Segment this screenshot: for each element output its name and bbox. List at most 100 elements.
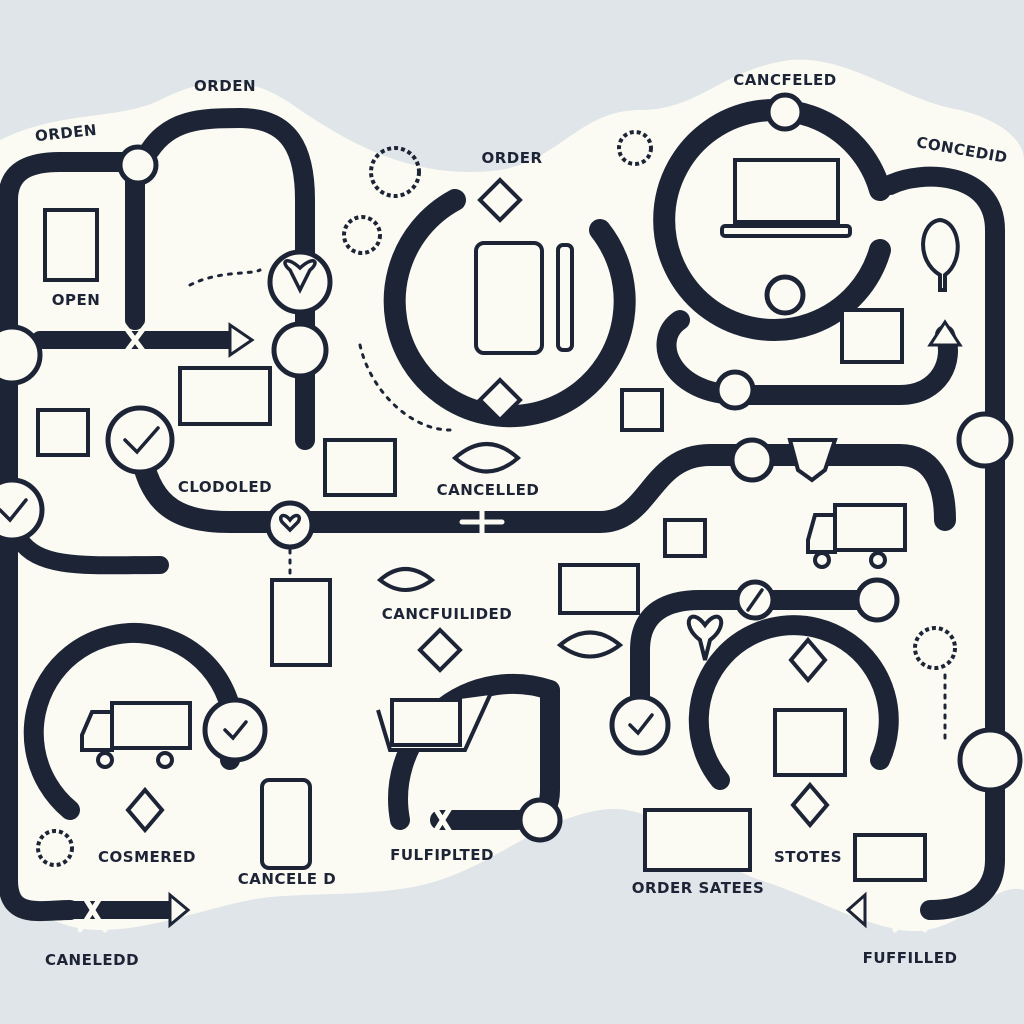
label-cancelled-mid: CANCELLED xyxy=(436,481,540,499)
diamond-node[interactable] xyxy=(477,377,523,423)
node-circle[interactable] xyxy=(957,727,1023,793)
box-icon xyxy=(853,833,927,882)
box-icon xyxy=(663,518,707,558)
label-fuffilled: FUFFILLED xyxy=(862,949,958,967)
label-cancfuilided: CANCFUILIDED xyxy=(381,605,513,623)
flow-path-bottom-right-loop xyxy=(688,615,899,790)
node-circle[interactable] xyxy=(517,797,563,843)
truck-icon xyxy=(833,503,907,552)
diamond-node[interactable] xyxy=(417,627,463,673)
slash-icon xyxy=(746,588,764,612)
cart-boxes xyxy=(390,698,462,747)
label-open: OPEN xyxy=(51,291,101,309)
box-icon xyxy=(840,308,904,364)
phone-check-icon xyxy=(260,778,312,870)
x-mark-icon xyxy=(77,887,108,933)
eye-icon xyxy=(556,630,624,659)
label-cancele-d: CANCELE D xyxy=(237,870,337,888)
heart-outline-icon xyxy=(686,614,724,661)
label-fulfipled: FULFIPLTED xyxy=(390,846,494,864)
dotted-connector xyxy=(188,268,262,287)
arrowhead-left-icon xyxy=(845,891,867,929)
node-circle[interactable] xyxy=(271,321,329,379)
node-circle[interactable] xyxy=(854,577,900,623)
box-icon xyxy=(178,366,272,426)
node-circle[interactable] xyxy=(956,411,1014,469)
diamond-node[interactable] xyxy=(125,786,165,834)
arrowhead-right-icon xyxy=(228,322,255,358)
eye-icon xyxy=(376,567,436,592)
diamond-node[interactable] xyxy=(477,177,523,223)
dotted-connector xyxy=(358,343,452,432)
label-clodoled: CLODOLED xyxy=(177,478,273,496)
shield-heart-icon xyxy=(787,438,838,483)
envelope-icon xyxy=(43,208,99,282)
laptop-base xyxy=(720,224,852,238)
gear-icon xyxy=(369,146,421,198)
node-circle[interactable] xyxy=(764,274,806,316)
truck-wheel xyxy=(96,751,114,769)
node-circle[interactable] xyxy=(267,249,333,315)
truck-wheel xyxy=(869,551,887,569)
truck-icon xyxy=(110,701,192,750)
box-icon xyxy=(620,388,664,432)
diamond-node[interactable] xyxy=(788,636,828,684)
label-stotes: STOTES xyxy=(773,848,843,866)
box-icon xyxy=(36,408,90,457)
box-icon xyxy=(558,563,640,615)
flow-path-top-right-loop xyxy=(653,99,891,341)
gear-icon xyxy=(342,215,382,255)
flow-path-lower-right xyxy=(630,590,890,730)
flow-path-right-vertical xyxy=(880,166,1005,920)
node-circle[interactable] xyxy=(714,369,756,411)
label-orden-top: ORDEN xyxy=(193,77,257,95)
check-icon xyxy=(223,720,248,741)
label-order-satees: ORDER SATEES xyxy=(631,879,765,897)
flow-path-left-vertical xyxy=(0,340,80,922)
node-circle[interactable] xyxy=(202,697,268,763)
heart-icon xyxy=(278,513,302,533)
label-order-center: ORDER xyxy=(481,149,543,167)
box-icon xyxy=(323,438,397,497)
heart-icon xyxy=(283,259,317,294)
node-circle[interactable] xyxy=(765,92,805,132)
lightbulb-icon xyxy=(921,217,960,292)
flow-path-middle xyxy=(129,439,956,533)
plus-mark-icon xyxy=(459,497,505,548)
check-icon xyxy=(628,713,654,736)
node-circle[interactable] xyxy=(105,405,175,475)
arrowhead-right-icon xyxy=(168,891,191,929)
box-icon xyxy=(270,578,332,667)
phone-icon xyxy=(474,241,544,355)
diamond-node[interactable] xyxy=(790,781,830,829)
laptop-icon xyxy=(733,158,840,224)
label-cancfeled-top: CANCFELED xyxy=(733,71,837,89)
gear-icon xyxy=(36,829,74,867)
box-icon xyxy=(773,708,847,777)
flow-path-center-loop xyxy=(383,189,636,428)
x-mark-icon xyxy=(117,317,153,363)
truck-cab xyxy=(80,710,114,752)
truck-cab xyxy=(806,513,837,554)
check-icon xyxy=(123,426,160,455)
check-icon xyxy=(0,498,28,523)
x-mark-icon xyxy=(427,797,458,843)
node-circle[interactable] xyxy=(265,500,315,550)
label-caneledd: CANELEDD xyxy=(44,951,140,969)
node-circle[interactable] xyxy=(0,477,45,543)
pen-icon xyxy=(556,243,574,352)
flow-path-left-to-box xyxy=(11,531,169,575)
node-circle[interactable] xyxy=(117,144,159,186)
node-circle[interactable] xyxy=(729,437,775,483)
eye-icon xyxy=(451,442,522,474)
label-cosmered: COSMERED xyxy=(98,848,196,866)
node-circle[interactable] xyxy=(0,324,43,386)
box-icon xyxy=(643,808,752,872)
truck-wheel xyxy=(156,751,174,769)
arrowhead-up-icon xyxy=(927,319,963,347)
truck-wheel xyxy=(813,551,831,569)
node-circle[interactable] xyxy=(609,694,671,756)
gear-icon xyxy=(617,130,653,166)
